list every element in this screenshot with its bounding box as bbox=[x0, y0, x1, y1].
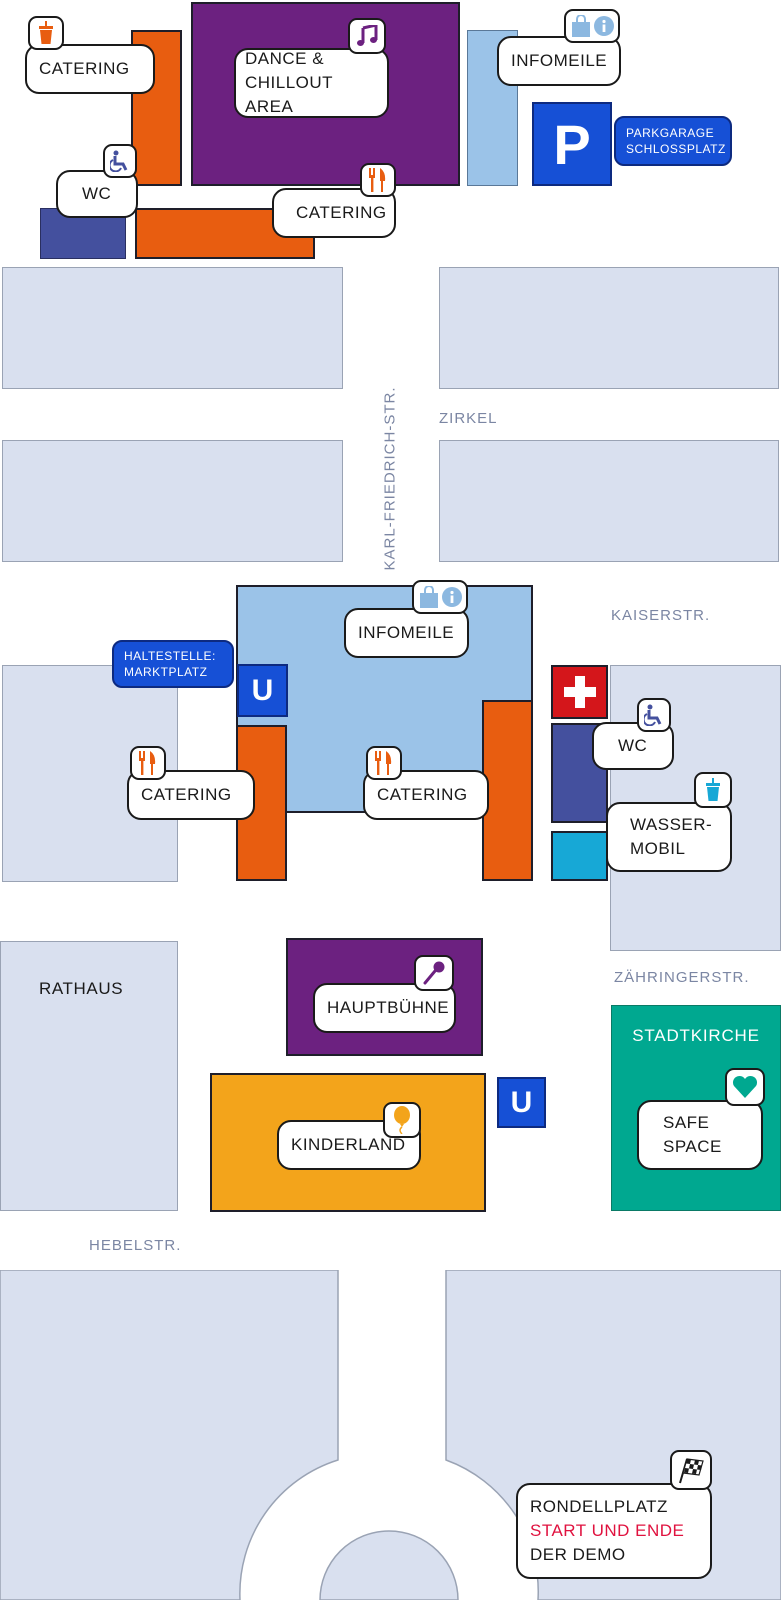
catering-mid-center-bubble: CATERING bbox=[363, 770, 489, 820]
wheelchair-icon bbox=[110, 150, 128, 172]
street-zaehringer: ZÄHRINGERSTR. bbox=[614, 969, 750, 986]
parking-garage bbox=[532, 102, 612, 186]
catering-mid-left-label: CATERING bbox=[141, 785, 232, 804]
haltestelle-label-line-1: HALTESTELLE: bbox=[124, 649, 216, 663]
building-block-north-west bbox=[2, 267, 343, 389]
wheelchair-icon bbox=[644, 704, 662, 726]
safe-space-bubble: SAFE SPACE bbox=[637, 1100, 763, 1170]
wassermobil-area bbox=[551, 831, 608, 881]
safe-space-icon-tab bbox=[725, 1068, 765, 1106]
first-aid-cross-icon bbox=[564, 676, 596, 708]
info-icon bbox=[593, 16, 614, 36]
rathaus-label: RATHAUS bbox=[39, 979, 124, 998]
dance-area-icon-tab bbox=[348, 18, 386, 54]
water-cup-icon bbox=[706, 778, 720, 801]
infomeile-center-label: INFOMEILE bbox=[358, 623, 455, 642]
info-icon bbox=[441, 587, 462, 607]
safe-space-label-line-1: SAFE bbox=[663, 1113, 710, 1132]
wc-right-bubble: WC bbox=[592, 722, 674, 770]
wassermobil-bubble: WASSER- MOBIL bbox=[606, 802, 732, 872]
building-block-zirkel-west bbox=[2, 440, 343, 562]
u-bahn-marktplatz-badge: U bbox=[237, 664, 288, 717]
building-block-north-east bbox=[439, 267, 779, 389]
wassermobil-label-line-2: MOBIL bbox=[630, 839, 686, 858]
haltestelle-label-line-2: MARKTPLATZ bbox=[124, 665, 208, 679]
dance-label-line-1: DANCE & bbox=[245, 49, 325, 68]
u-bahn-south-badge: U bbox=[497, 1077, 546, 1128]
wc-top-icon-tab bbox=[103, 144, 137, 178]
rondellplatz-label-line-2: START UND ENDE bbox=[530, 1521, 685, 1540]
catering-top-left-bubble: CATERING bbox=[25, 44, 155, 94]
wc-top-label: WC bbox=[82, 184, 112, 203]
infomeile-center-bubble: INFOMEILE bbox=[344, 608, 469, 658]
catering-top-middle-icon-tab bbox=[360, 163, 396, 197]
drink-cup-icon bbox=[39, 21, 53, 44]
hauptbuehne-label: HAUPTBÜHNE bbox=[327, 998, 450, 1017]
rondellplatz-icon-tab bbox=[670, 1450, 712, 1490]
heart-icon bbox=[732, 1075, 758, 1098]
catering-mid-center-label: CATERING bbox=[377, 785, 468, 804]
infomeile-top-label: INFOMEILE bbox=[511, 51, 608, 70]
dance-label-line-2: CHILLOUT AREA bbox=[245, 73, 333, 116]
catering-mid-center-icon-tab bbox=[366, 746, 402, 780]
catering-top-middle-label: CATERING bbox=[296, 203, 387, 222]
wc-right-icon-tab bbox=[637, 698, 671, 732]
dance-area-bubble: DANCE & CHILLOUT AREA bbox=[234, 48, 389, 118]
rondellplatz-bubble: RONDELLPLATZ START UND ENDE DER DEMO bbox=[516, 1483, 712, 1579]
safe-space-label-line-2: SPACE bbox=[663, 1137, 722, 1156]
wc-top-bubble: WC bbox=[56, 170, 138, 218]
wassermobil-icon-tab bbox=[694, 772, 732, 808]
catering-top-left-label: CATERING bbox=[39, 59, 130, 78]
catering-mid-left-icon-tab bbox=[130, 746, 166, 780]
shopping-bag-icon bbox=[571, 15, 590, 37]
infomeile-center-icon-tab bbox=[412, 580, 468, 614]
street-hebel: HEBELSTR. bbox=[89, 1237, 182, 1254]
stadtkirche-label: STADTKIRCHE bbox=[632, 1026, 760, 1045]
street-karl-friedrich: KARL-FRIEDRICH-STR. bbox=[381, 386, 399, 571]
street-zirkel: ZIRKEL bbox=[439, 410, 498, 427]
rondellplatz-label-line-1: RONDELLPLATZ bbox=[530, 1497, 668, 1516]
haltestelle-label-pill: HALTESTELLE: MARKTPLATZ bbox=[112, 640, 234, 688]
fork-knife-icon bbox=[139, 751, 156, 775]
catering-top-left-icon-tab bbox=[28, 16, 64, 50]
fork-knife-icon bbox=[375, 751, 392, 775]
shopping-bag-icon bbox=[419, 586, 438, 608]
building-block-zirkel-east bbox=[439, 440, 779, 562]
parking-label-line-1: PARKGARAGE bbox=[626, 126, 715, 140]
hauptbuehne-icon-tab bbox=[414, 955, 454, 991]
wc-right-label: WC bbox=[618, 736, 648, 755]
rondell-center-island bbox=[319, 1530, 459, 1600]
street-kaiser: KAISERSTR. bbox=[611, 607, 711, 624]
catering-top-middle-bubble: CATERING bbox=[272, 188, 396, 238]
kinderland-label: KINDERLAND bbox=[291, 1135, 406, 1154]
rathaus-building bbox=[0, 941, 178, 1211]
infomeile-top-bubble: INFOMEILE bbox=[497, 36, 621, 86]
parking-label-line-2: SCHLOSSPLATZ bbox=[626, 142, 726, 156]
hauptbuehne-bubble: HAUPTBÜHNE bbox=[313, 983, 456, 1033]
infomeile-top-icon-tab bbox=[564, 9, 620, 43]
catering-area-center-right bbox=[482, 700, 533, 881]
building-block-south-west bbox=[0, 1270, 339, 1600]
wassermobil-label-line-1: WASSER- bbox=[630, 815, 713, 834]
music-note-icon bbox=[357, 25, 378, 46]
kinderland-icon-tab bbox=[383, 1102, 421, 1138]
microphone-icon bbox=[423, 961, 445, 985]
parking-label-pill: PARKGARAGE SCHLOSSPLATZ bbox=[614, 116, 732, 166]
fork-knife-icon bbox=[369, 168, 386, 192]
balloon-icon bbox=[394, 1106, 410, 1134]
parking-letter: P bbox=[553, 112, 591, 176]
rondellplatz-label-line-3: DER DEMO bbox=[530, 1545, 626, 1564]
checkered-flag-icon bbox=[679, 1458, 704, 1484]
